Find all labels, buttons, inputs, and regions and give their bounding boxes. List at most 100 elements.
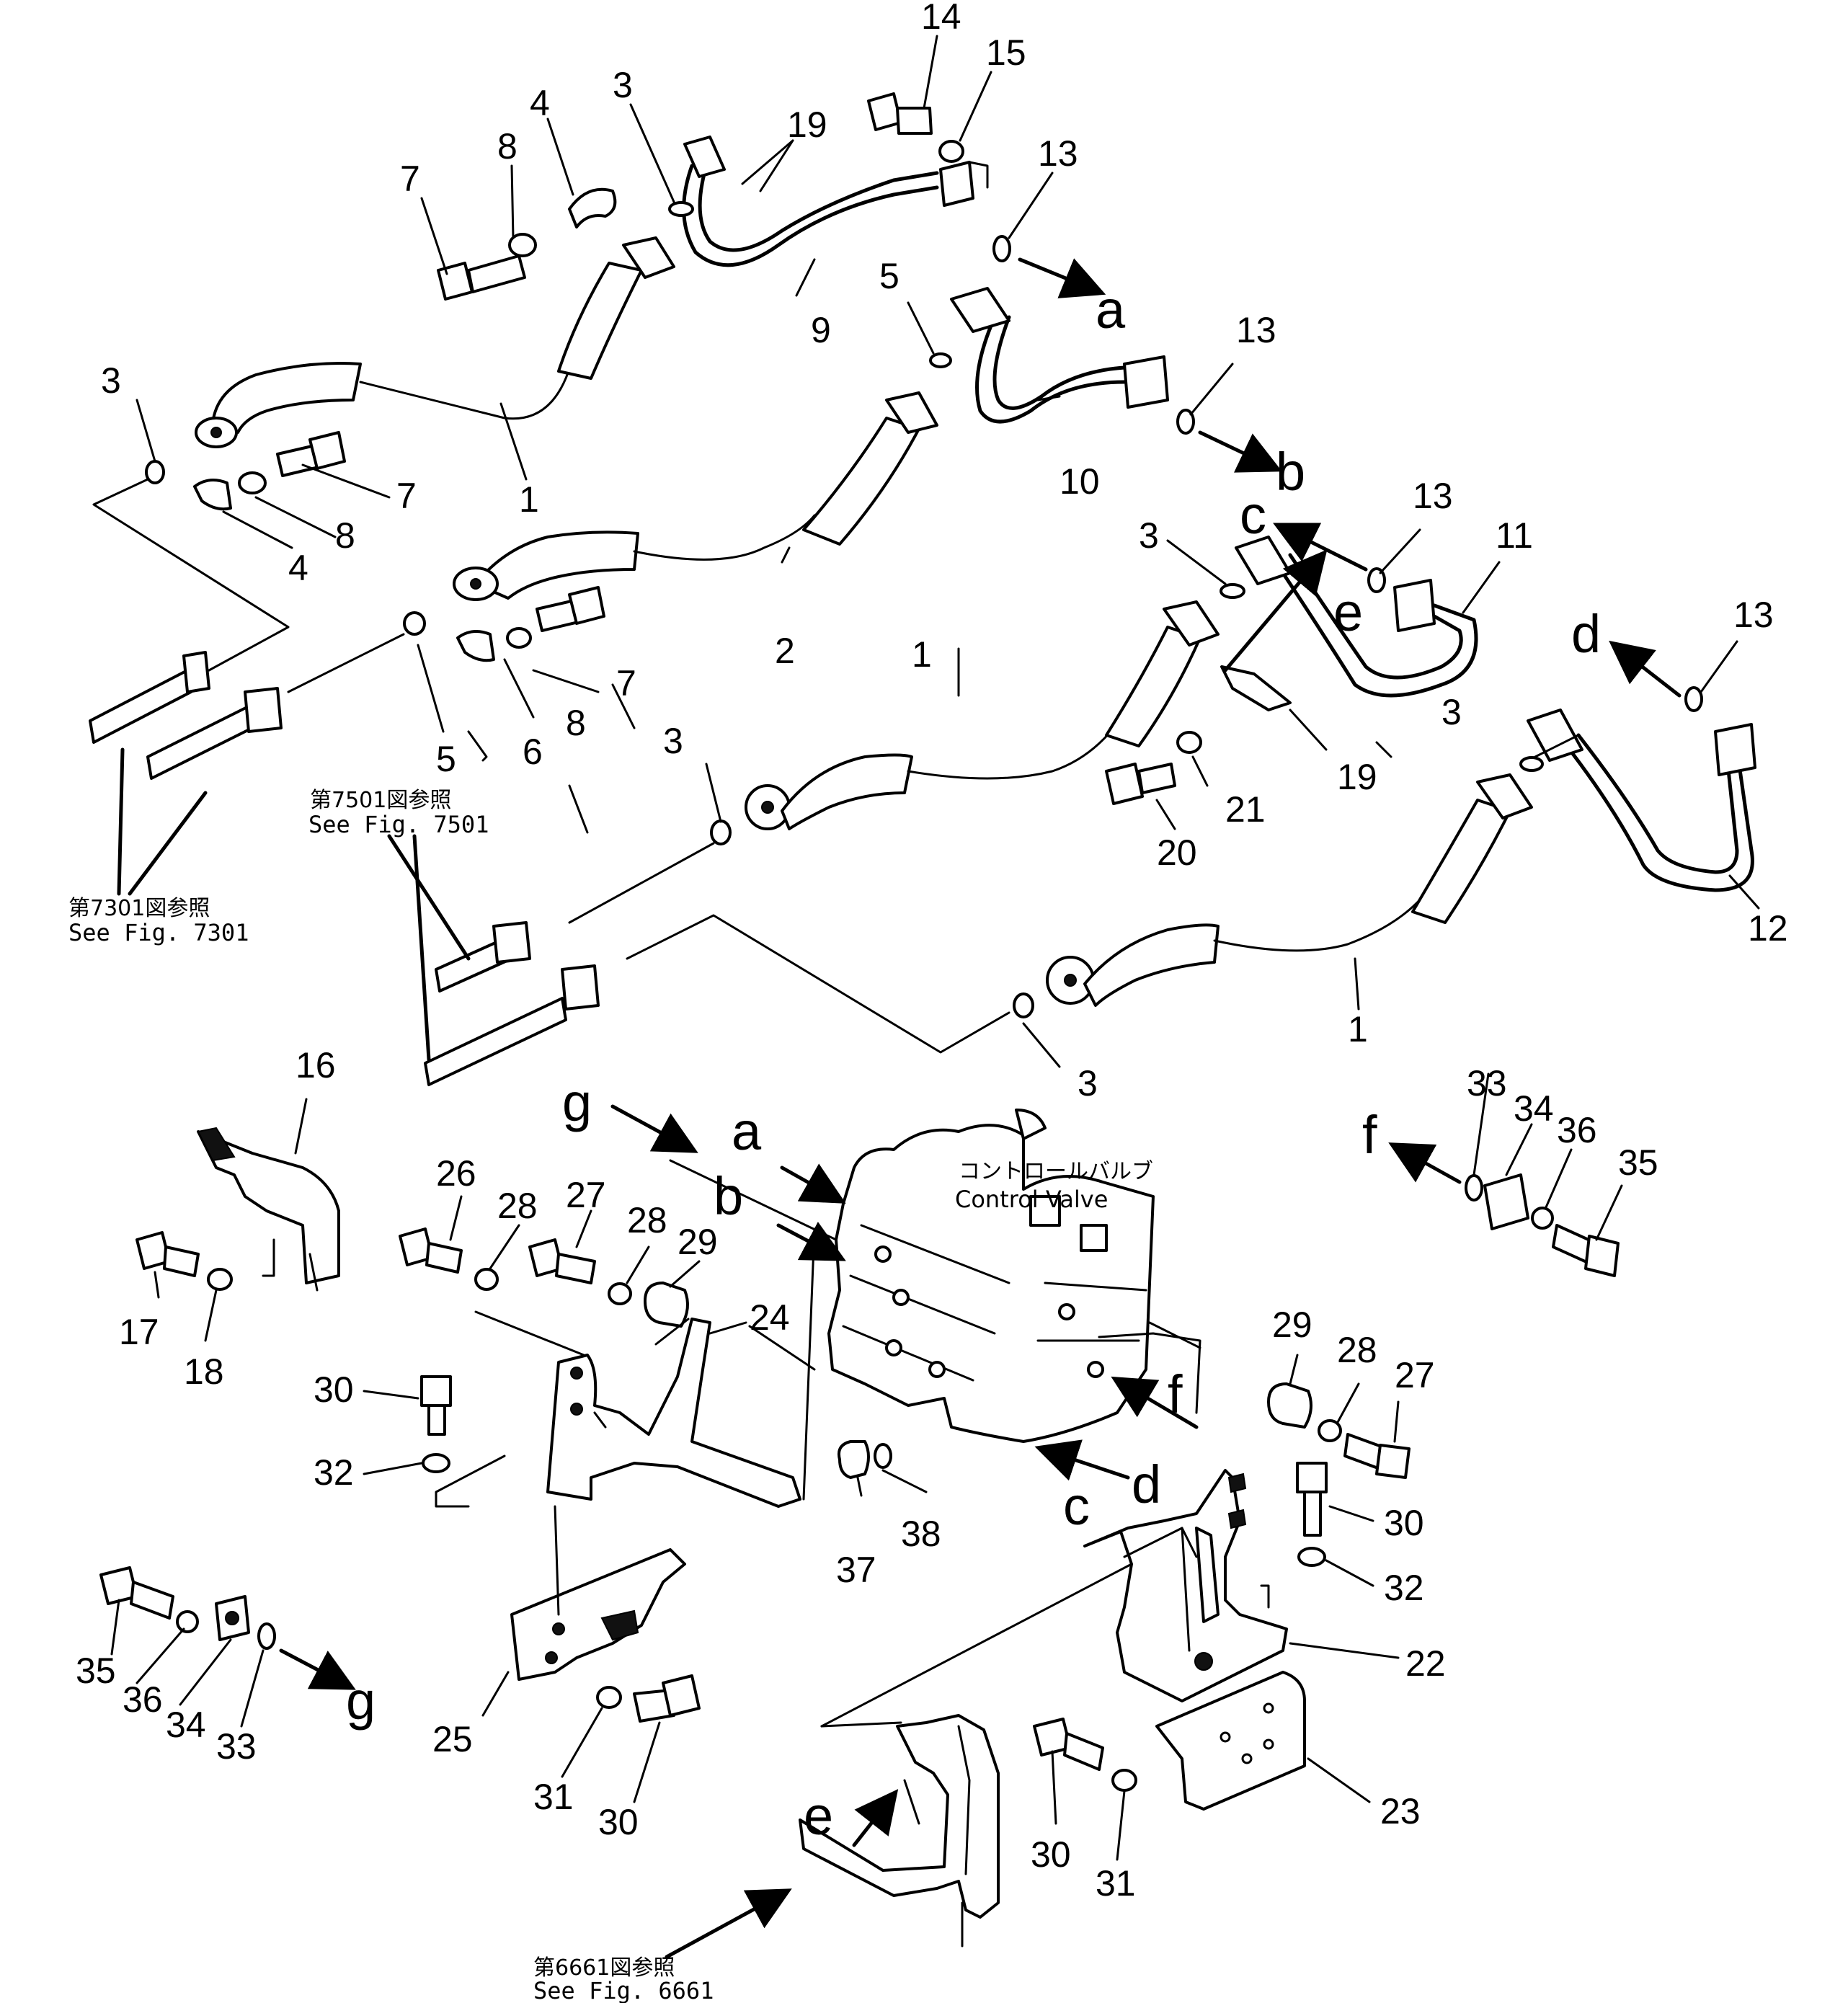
oring-3-d [1519,756,1544,772]
washer-28-left [474,1268,499,1291]
washer-36-right [1531,1207,1554,1230]
label-34-right: 34 [1514,1088,1554,1129]
hose-1-top [195,236,675,448]
connection-arrows [279,257,1682,1959]
plug-37 [838,1440,870,1479]
ref-line-e-2 [820,1721,902,1728]
bolt-27-right [1343,1433,1411,1479]
label-19-mid: 19 [1337,757,1377,797]
control-valve-en: Control Valve [955,1186,1108,1213]
bolt-7-top [437,254,526,301]
label-22: 22 [1405,1643,1446,1684]
part-labels: 14 15 13 19 3 4 8 7 9 5 13 10 3 1 7 8 4 … [76,0,1788,1904]
label-10: 10 [1060,461,1100,502]
label-27-right: 27 [1395,1355,1435,1395]
label-9: 9 [811,310,831,350]
ref-6661-en: See Fig. 6661 [533,1977,714,2003]
label-8-top: 8 [497,126,517,166]
ref-7301-jp: 第7301図参照 [68,896,210,921]
label-3-c: 3 [1139,515,1159,556]
hose-1-middle [745,600,1220,830]
label-38: 38 [901,1514,941,1554]
label-30-left: 30 [314,1369,354,1410]
letter-a-top: a [1096,280,1126,339]
washer-8-left [238,471,267,494]
label-34-left: 34 [166,1705,206,1745]
label-29-left: 29 [678,1222,718,1262]
letter-f-right: f [1362,1105,1377,1165]
spacer-29-left [644,1282,689,1328]
bolt-35-left [99,1566,174,1620]
washer-8-top [508,233,537,257]
control-valve [827,1109,1155,1443]
label-2: 2 [775,631,795,671]
label-33-right: 33 [1467,1063,1507,1103]
connection-letters: a b c e d g a b f f d c g e [346,280,1601,1846]
label-7-left: 7 [396,476,417,516]
ref-7501-en: See Fig. 7501 [308,811,489,838]
ref-line-30-left [435,1454,506,1508]
ref-line-cv-left [802,1227,816,1501]
label-35-right: 35 [1618,1142,1658,1183]
label-17: 17 [119,1312,159,1352]
oring-3-c [1220,583,1245,599]
washer-31-left [596,1686,622,1709]
label-3-top: 3 [613,65,633,105]
label-33-left: 33 [216,1726,257,1767]
bolt-7-mid [536,586,605,632]
label-19-top: 19 [787,105,827,145]
label-12: 12 [1748,908,1788,949]
spacer-29-right [1267,1382,1312,1429]
flange-34-right [1483,1173,1529,1230]
letter-a-cv: a [732,1101,762,1161]
tube-9 [682,136,974,267]
label-13-top: 13 [1038,133,1078,174]
clamp-4-left [193,479,232,511]
label-7-mid: 7 [616,663,636,703]
label-13-b: 13 [1236,310,1276,350]
letter-d-cv: d [1132,1454,1161,1514]
leader-lines [110,35,1760,1861]
label-1-mid: 1 [912,634,932,675]
bolt-30-cover [1033,1718,1104,1771]
washer-36-left [176,1610,199,1633]
clamp-4-top [568,187,617,228]
letter-g-bottom: g [346,1671,376,1731]
label-18: 18 [184,1351,224,1392]
ref-line-29 [654,1318,690,1346]
bolt-20 [1105,763,1176,805]
oring-13-c [1367,567,1386,593]
label-7-top: 7 [400,159,420,199]
bracket-25 [510,1505,686,1681]
label-13-d: 13 [1733,595,1774,635]
letter-e-top: e [1333,582,1363,642]
label-30-cover: 30 [1031,1834,1071,1875]
oring-3-bottom [1013,992,1034,1018]
label-5-top: 5 [879,256,899,296]
label-31-right: 31 [1096,1863,1136,1904]
label-32-right: 32 [1384,1568,1424,1608]
label-6: 6 [523,732,543,772]
washer-21 [1176,731,1202,754]
washer-32-left [422,1453,450,1473]
oring-13-top [992,235,1011,262]
letter-c-cv: c [1063,1476,1090,1536]
label-3-left: 3 [101,360,121,401]
letter-f-cv: f [1168,1364,1183,1424]
bolt-17 [136,1231,200,1277]
bracket-19 [1220,665,1292,711]
letter-b-top: b [1276,442,1305,502]
bracket-24 [474,1310,801,1508]
oring-3-left [145,460,165,484]
ref-line-cv [1148,1321,1201,1349]
oring-33-left [257,1622,276,1650]
label-13-c: 13 [1413,476,1453,516]
label-31-left: 31 [533,1777,574,1817]
letter-b-cv: b [714,1166,743,1226]
hose-1-bottom [1046,773,1533,1007]
letter-g-top: g [562,1072,592,1132]
label-23: 23 [1380,1791,1421,1831]
bracket-16 [197,1127,340,1292]
ref-7301-en: See Fig. 7301 [68,919,249,946]
